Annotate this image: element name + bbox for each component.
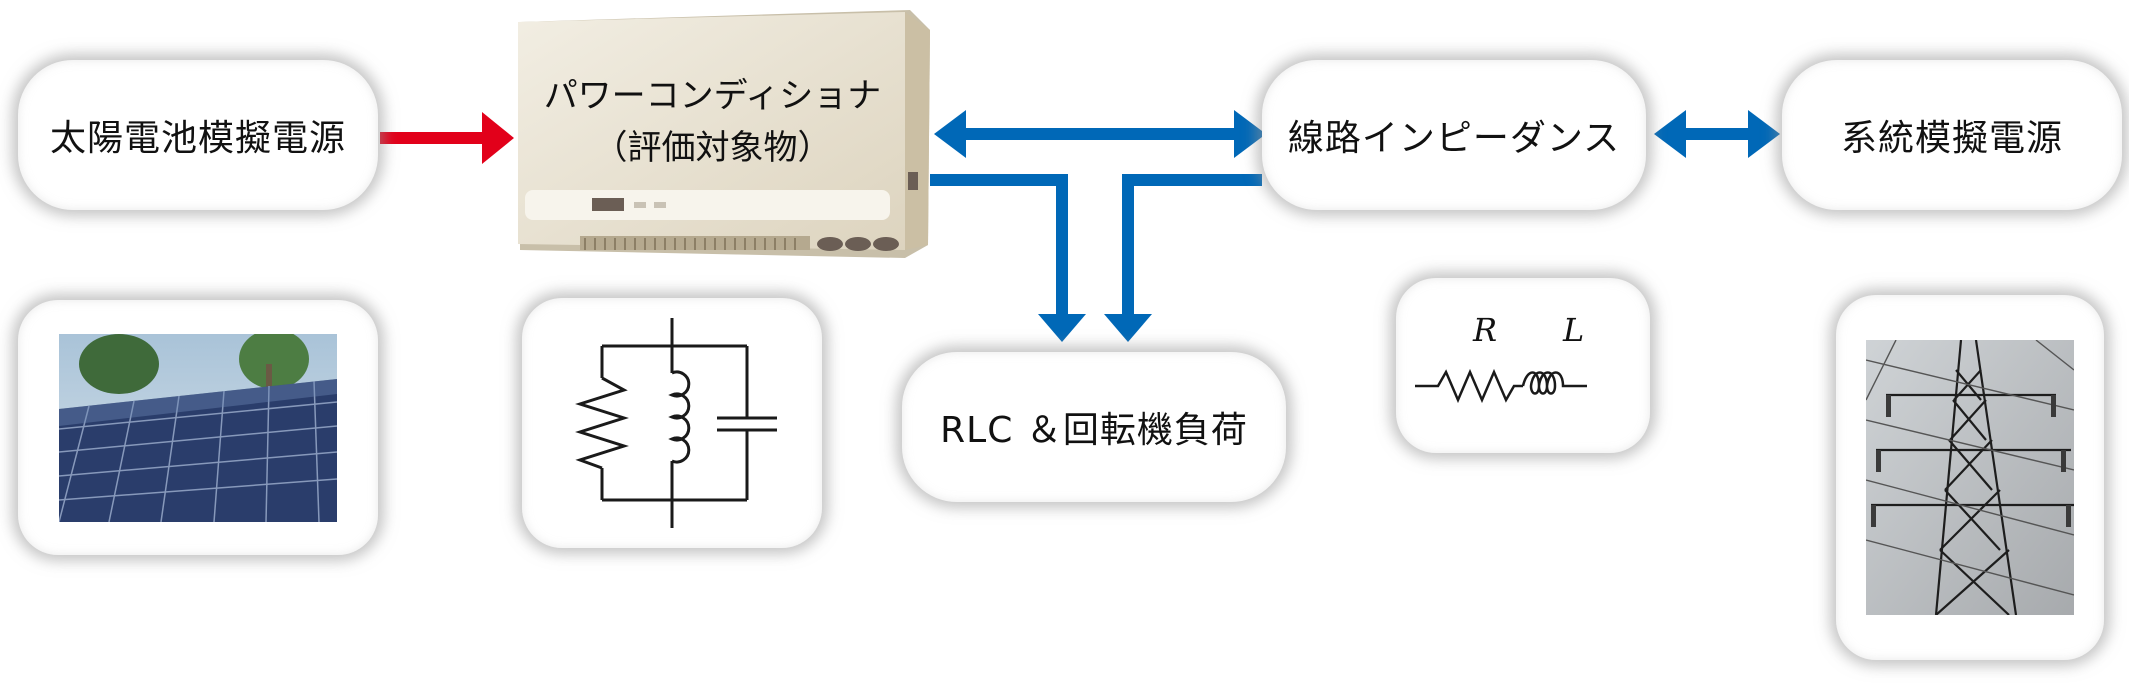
rlc-circuit-callout bbox=[522, 298, 822, 548]
grid-source-label: 系統模擬電源 bbox=[1840, 118, 2063, 159]
power-flow-arrow-red bbox=[380, 112, 514, 164]
load-label: RLC ＆回転機負荷 bbox=[940, 410, 1248, 451]
load-box: RLC ＆回転機負荷 bbox=[902, 352, 1286, 502]
tower-photo-callout bbox=[1836, 295, 2104, 660]
power-conditioner-device bbox=[518, 10, 930, 258]
solar-bubble-tail bbox=[140, 232, 210, 305]
rlc-icon bbox=[575, 318, 777, 528]
rl-series-symbol bbox=[1415, 368, 1587, 403]
bidirectional-arrow-impedance-grid bbox=[1654, 110, 1780, 158]
solar-source-box: 太陽電池模擬電源 bbox=[18, 60, 378, 210]
solar-photo-callout bbox=[18, 300, 378, 555]
pcs-label-line1: パワーコンディショナ bbox=[543, 76, 882, 116]
impedance-bubble-tail bbox=[1510, 232, 1580, 282]
solar-source-label: 太陽電池模擬電源 bbox=[49, 118, 346, 159]
impedance-symbol-callout: R L bbox=[1396, 278, 1650, 453]
rlc-bubble-tail bbox=[815, 410, 895, 470]
pcs-label-line2: （評価対象物） bbox=[593, 128, 832, 168]
grid-source-box: 系統模擬電源 bbox=[1782, 60, 2122, 210]
pcs-label: パワーコンディショナ （評価対象物） bbox=[520, 70, 905, 174]
tower-bubble-tail bbox=[1990, 235, 2055, 300]
bidirectional-arrow-pcs-impedance bbox=[934, 110, 1266, 158]
solar-icon bbox=[59, 333, 337, 522]
inductor-symbol-label: L bbox=[1563, 310, 1585, 349]
resistor-symbol-label: R bbox=[1473, 310, 1498, 349]
impedance-icon: R L bbox=[1413, 311, 1633, 411]
line-impedance-label: 線路インピーダンス bbox=[1287, 118, 1621, 159]
load-branch-arrows bbox=[930, 174, 1262, 342]
tower-icon bbox=[1866, 340, 2074, 615]
line-impedance-box: 線路インピーダンス bbox=[1262, 60, 1646, 210]
